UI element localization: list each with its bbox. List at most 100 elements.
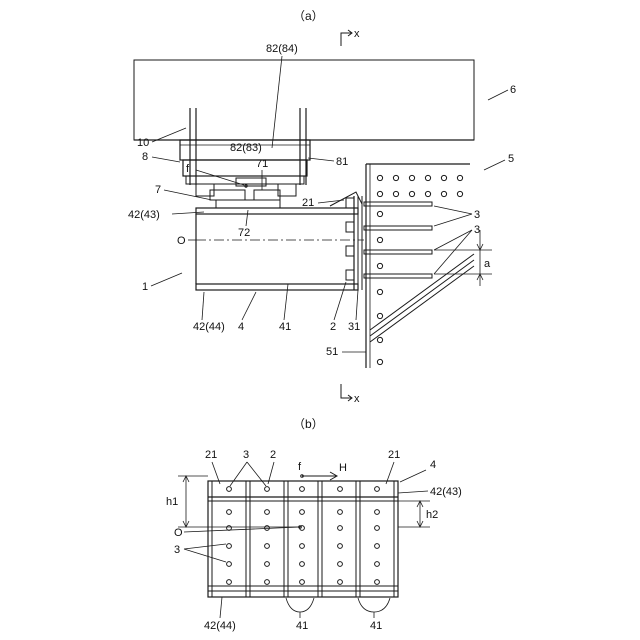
- axis-top-x-label: x: [354, 28, 360, 40]
- bolt-hole: [425, 191, 430, 196]
- bolt-hole: [409, 191, 414, 196]
- label-3-top: 3: [243, 449, 249, 461]
- label-4: 4: [430, 459, 436, 471]
- bolt-hole: [441, 191, 446, 196]
- plate-hole: [375, 526, 380, 531]
- plate-hole: [227, 562, 232, 567]
- label-81: 81: [336, 156, 348, 168]
- bolt-hole: [377, 175, 382, 180]
- label-21-right: 21: [388, 449, 400, 461]
- label-7: 7: [155, 184, 161, 196]
- label-41-right: 41: [370, 620, 382, 632]
- axis-bottom-x-label: x: [354, 393, 360, 405]
- bolt-hole: [441, 175, 446, 180]
- label-1: 1: [142, 281, 148, 293]
- plate-hole: [375, 544, 380, 549]
- bolt-hole: [377, 313, 382, 318]
- figure-b: （b） h1 h2: [166, 417, 462, 632]
- bolt-rod: [364, 202, 432, 206]
- label-O: O: [177, 235, 186, 247]
- plate-hole: [375, 510, 380, 515]
- column-bolt-holes: [377, 175, 462, 364]
- bolt-rod: [364, 250, 432, 254]
- label-21: 21: [302, 197, 314, 209]
- figure-a: （a） x x 82(84) 6: [128, 9, 516, 405]
- plate-hole: [227, 544, 232, 549]
- label-2: 2: [270, 449, 276, 461]
- force-arrow: [301, 472, 337, 480]
- axis-bottom: x: [341, 384, 360, 405]
- label-10: 10: [137, 137, 149, 149]
- label-H: H: [339, 462, 347, 474]
- label-f: f: [298, 461, 302, 473]
- bolt-rod: [364, 226, 432, 230]
- label-6: 6: [510, 84, 516, 96]
- label-3-left: 3: [174, 544, 180, 556]
- bolt-hole: [457, 191, 462, 196]
- plate-hole: [265, 580, 270, 585]
- label-8: 8: [142, 151, 148, 163]
- bolt-hole: [393, 191, 398, 196]
- plate-hole: [227, 510, 232, 515]
- plate-hole: [375, 580, 380, 585]
- hanger-assembly: [180, 108, 310, 208]
- figure-b-title: （b）: [293, 417, 324, 431]
- label-O: O: [174, 527, 183, 539]
- label-3-top: 3: [474, 209, 480, 221]
- plate-hole: [265, 487, 270, 492]
- label-3-mid: 3: [474, 224, 480, 236]
- label-41: 41: [279, 321, 291, 333]
- label-51: 51: [326, 346, 338, 358]
- plate-hole: [375, 487, 380, 492]
- bolt-hole: [425, 175, 430, 180]
- label-5: 5: [508, 153, 514, 165]
- label-42-43: 42(43): [128, 209, 160, 221]
- label-71: 71: [256, 158, 268, 170]
- label-2: 2: [330, 321, 336, 333]
- plate-hole: [227, 487, 232, 492]
- diagonal-brace: [370, 254, 474, 342]
- label-h2: h2: [426, 509, 438, 521]
- plate-hole: [338, 580, 343, 585]
- label-a: a: [484, 258, 491, 270]
- label-42-44: 42(44): [204, 620, 236, 632]
- bolt-hole: [377, 337, 382, 342]
- plate-hole: [300, 580, 305, 585]
- bolt-hole: [457, 175, 462, 180]
- plate-hole: [375, 562, 380, 567]
- plate-hole: [300, 544, 305, 549]
- bolt-hole: [377, 263, 382, 268]
- plate-hole: [300, 562, 305, 567]
- label-31: 31: [348, 321, 360, 333]
- plate-hole: [338, 544, 343, 549]
- bolt-rods: [364, 202, 432, 278]
- plate-hole: [265, 510, 270, 515]
- axis-top: x: [341, 28, 360, 46]
- bolt-hole: [377, 211, 382, 216]
- bolt-hole: [409, 175, 414, 180]
- bolt-hole: [377, 237, 382, 242]
- plate-hole: [338, 487, 343, 492]
- label-82-84: 82(84): [266, 43, 298, 55]
- plate-hole: [338, 526, 343, 531]
- label-82-83: 82(83): [230, 142, 262, 154]
- label-42-44: 42(44): [193, 321, 225, 333]
- label-41-middle: 41: [296, 620, 308, 632]
- bolt-hole: [377, 191, 382, 196]
- plate-hole: [265, 562, 270, 567]
- plate-hole: [227, 580, 232, 585]
- label-h1: h1: [166, 496, 178, 508]
- label-4: 4: [238, 321, 244, 333]
- plate-hole: [338, 562, 343, 567]
- label-72: 72: [238, 227, 250, 239]
- bolt-hole: [377, 359, 382, 364]
- plate-hole: [300, 487, 305, 492]
- label-21-left: 21: [205, 449, 217, 461]
- plate-hole: [338, 510, 343, 515]
- label-42-43: 42(43): [430, 486, 462, 498]
- bolt-hole: [377, 289, 382, 294]
- plate-hole: [265, 544, 270, 549]
- figure-a-title: （a）: [293, 9, 324, 23]
- bolt-rod: [364, 274, 432, 278]
